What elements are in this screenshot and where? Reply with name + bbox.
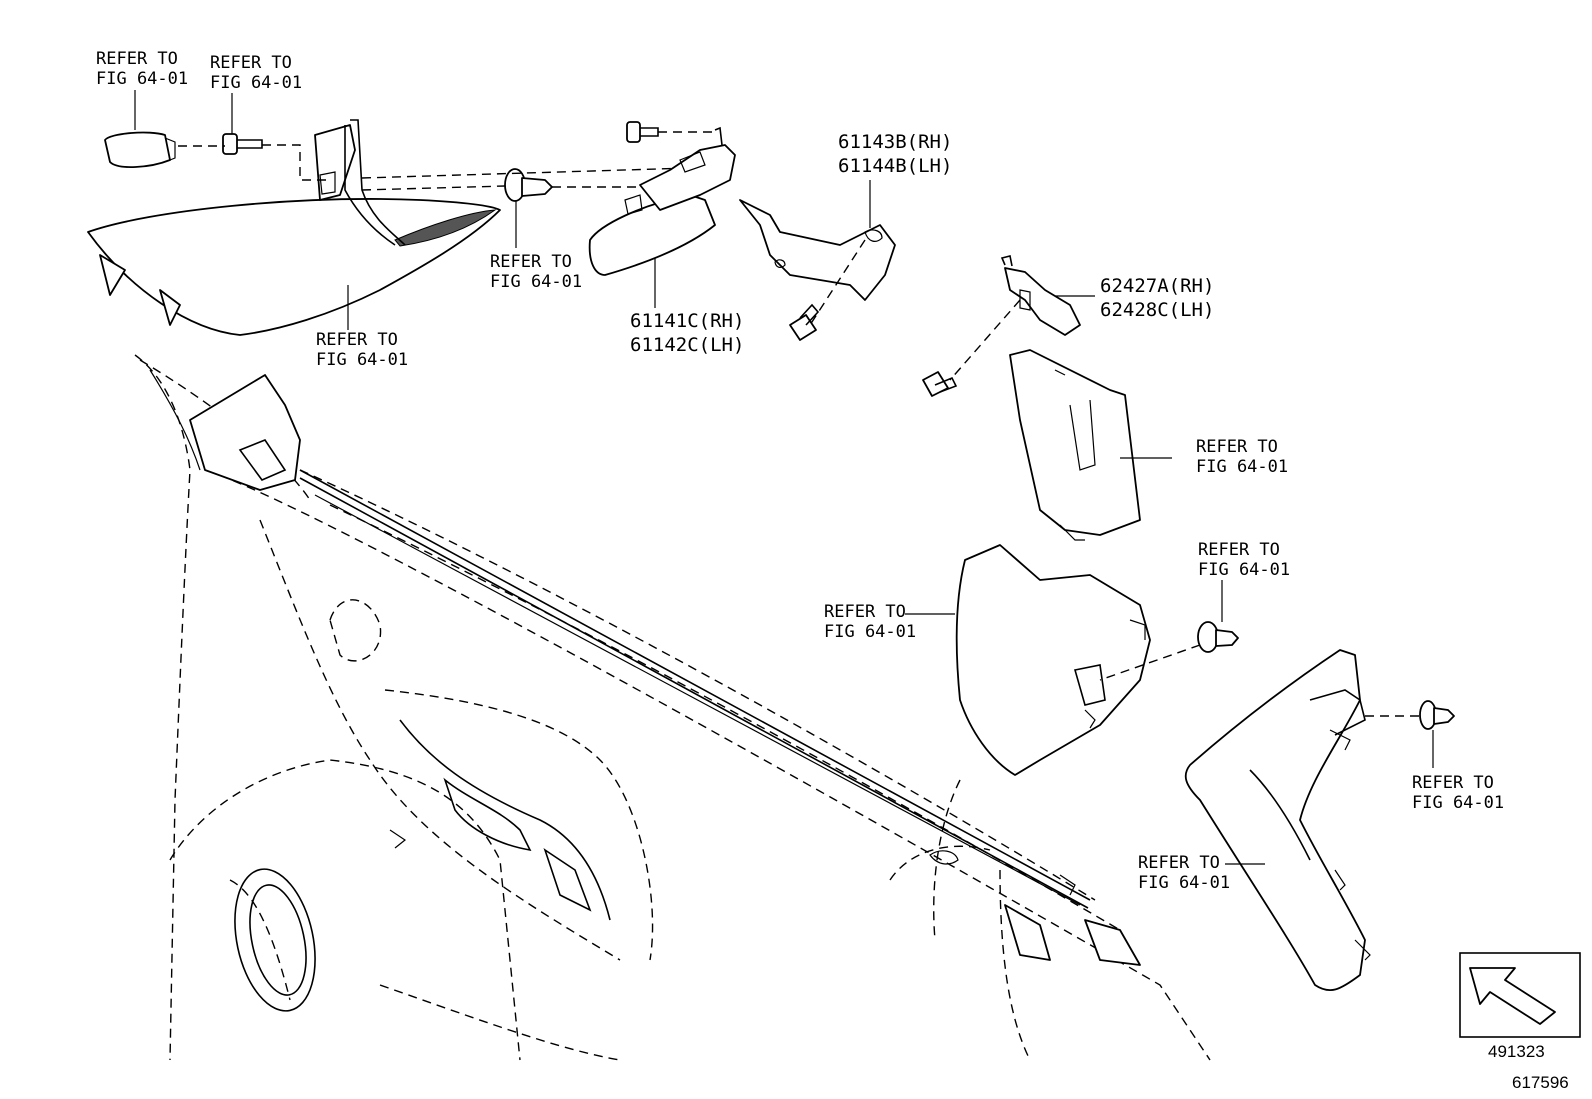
upper-garnish-part xyxy=(87,119,501,336)
ref-lower-cover-line2: FIG 64-01 xyxy=(824,622,916,642)
lower-cover-part xyxy=(955,544,1151,776)
ref-upper-garnish-line1: REFER TO xyxy=(316,330,398,350)
ref-clip-right-line1: REFER TO xyxy=(1198,540,1280,560)
cap-part xyxy=(104,131,176,168)
part-number-61143b: 61143B(RH) xyxy=(838,131,952,153)
ref-clip-far-right-line2: FIG 64-01 xyxy=(1412,793,1504,813)
part-number-61144b: 61144B(LH) xyxy=(838,155,952,177)
clip-part-mid xyxy=(504,168,553,202)
part-number-61142c: 61142C(LH) xyxy=(630,334,744,356)
screw-part-left xyxy=(222,133,263,155)
ref-side-cover-line2: FIG 64-01 xyxy=(1196,457,1288,477)
side-cover-part xyxy=(1009,349,1141,541)
ref-lower-cover-line1: REFER TO xyxy=(824,602,906,622)
view-code: 491323 xyxy=(1488,1042,1545,1061)
ref-pillar-garnish-line1: REFER TO xyxy=(1138,853,1220,873)
ref-pillar-garnish-line2: FIG 64-01 xyxy=(1138,873,1230,893)
ref-clip-mid-line1: REFER TO xyxy=(490,252,572,272)
bracket-61143-part xyxy=(739,199,896,341)
ref-top-left-1-line1: REFER TO xyxy=(96,49,178,69)
figure-code: 617596 xyxy=(1512,1073,1569,1092)
part-number-62427a: 62427A(RH) xyxy=(1100,275,1214,297)
ref-side-cover-line1: REFER TO xyxy=(1196,437,1278,457)
leader-lines xyxy=(134,90,1434,865)
ref-upper-garnish-line2: FIG 64-01 xyxy=(316,350,408,370)
bracket-62427-part xyxy=(922,255,1081,397)
part-number-62428c: 62428C(LH) xyxy=(1100,299,1214,321)
clip-part-far-right xyxy=(1365,700,1455,730)
ref-clip-far-right-line1: REFER TO xyxy=(1412,773,1494,793)
view-direction-box xyxy=(1459,952,1581,1038)
ref-top-left-1-line2: FIG 64-01 xyxy=(96,69,188,89)
body-panel-outline xyxy=(134,354,1211,1061)
ref-top-left-2-line2: FIG 64-01 xyxy=(210,73,302,93)
ref-clip-right-line2: FIG 64-01 xyxy=(1198,560,1290,580)
clip-part-right xyxy=(1099,621,1239,681)
view-arrow-icon xyxy=(1469,967,1556,1025)
bracket-61141-part xyxy=(588,121,736,276)
pillar-garnish-part xyxy=(1184,649,1371,992)
ref-clip-mid-line2: FIG 64-01 xyxy=(490,272,582,292)
part-number-61141c: 61141C(RH) xyxy=(630,310,744,332)
ref-top-left-2-line1: REFER TO xyxy=(210,53,292,73)
